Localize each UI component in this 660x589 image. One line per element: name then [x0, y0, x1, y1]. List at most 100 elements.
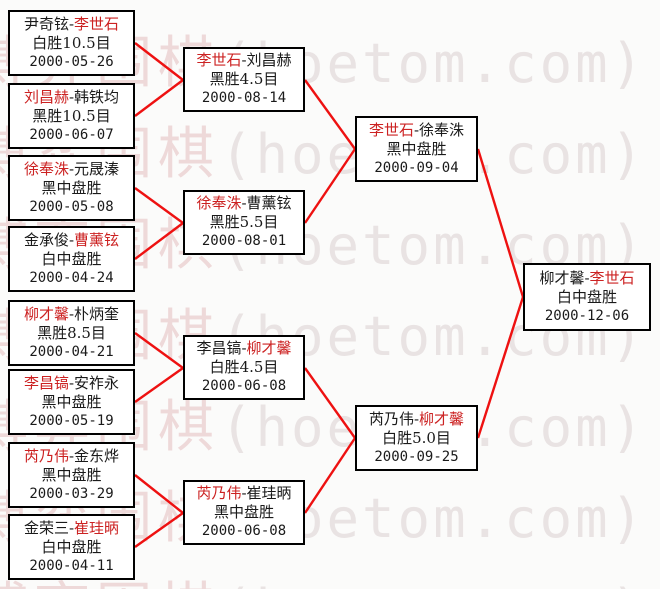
player2-name: 曹薰铉: [74, 230, 120, 249]
player2-name: 曹薰铉: [246, 194, 292, 212]
match-players: 柳才馨-李世石: [525, 269, 649, 288]
player2-name: 李世石: [74, 14, 120, 33]
connector-line: [134, 79, 184, 117]
match-date: 2000-04-21: [29, 343, 114, 360]
match-players: 李世石-刘昌赫: [185, 51, 303, 70]
match-date: 2000-06-08: [201, 523, 287, 539]
match-box: 李昌镐-安祚永 黑中盘胜 2000-05-19: [8, 369, 135, 435]
watermark-cjk-text: 博弈围棋: [0, 577, 220, 589]
connector-line: [476, 296, 525, 439]
match-date: 2000-09-25: [374, 448, 459, 465]
player1-name: 柳才馨: [23, 304, 69, 323]
match-result: 黑胜5.5目: [209, 213, 279, 231]
vs-separator: -: [68, 304, 75, 323]
match-players: 金承俊-曹薰铉: [10, 231, 133, 250]
connector-line: [134, 332, 184, 369]
player1-name: 尹奇铉: [23, 14, 69, 33]
connector-line: [134, 512, 184, 548]
vs-separator: -: [584, 268, 590, 287]
match-players: 李昌镐-安祚永: [10, 374, 133, 393]
connector-line: [134, 187, 184, 224]
vs-separator: -: [241, 194, 247, 212]
match-result: 白胜5.0目: [382, 428, 451, 447]
player1-name: 芮乃伟: [196, 484, 242, 502]
vs-separator: -: [413, 120, 420, 139]
match-result: 白中盘胜: [41, 249, 102, 268]
player1-name: 金承俊: [23, 230, 69, 249]
player2-name: 柳才馨: [246, 339, 292, 357]
match-box: 芮乃伟-崔珪昞 黑中盘胜 2000-06-08: [183, 480, 305, 545]
match-box: 徐奉洙-元晟溱 黑中盘胜 2000-05-08: [8, 155, 135, 221]
match-date: 2000-03-29: [29, 485, 114, 502]
connector-line: [134, 474, 184, 514]
match-date: 2000-06-07: [29, 126, 114, 143]
match-box: 芮乃伟-金东烨 黑中盘胜 2000-03-29: [8, 442, 135, 508]
match-result: 白中盘胜: [41, 537, 102, 556]
match-result: 黑胜10.5目: [32, 106, 111, 125]
player2-name: 徐奉洙: [419, 120, 465, 139]
match-result: 黑中盘胜: [386, 139, 447, 158]
match-players: 李世石-徐奉洙: [357, 121, 476, 140]
match-box: 徐奉洙-曹薰铉 黑胜5.5目 2000-08-01: [183, 190, 305, 255]
vs-separator: -: [68, 446, 75, 465]
player2-name: 崔珪昞: [246, 484, 292, 502]
match-result: 黑中盘胜: [41, 392, 102, 411]
match-result: 白胜4.5目: [209, 358, 279, 376]
match-date: 2000-04-24: [29, 269, 114, 286]
match-players: 芮乃伟-柳才馨: [357, 410, 476, 429]
match-date: 2000-08-01: [201, 233, 287, 249]
player1-name: 刘昌赫: [23, 87, 69, 106]
vs-separator: -: [68, 373, 75, 392]
player1-name: 徐奉洙: [196, 194, 242, 212]
match-result: 白中盘胜: [556, 287, 617, 306]
vs-separator: -: [68, 14, 75, 33]
match-box: 柳才馨-朴炳奎 黑胜8.5目 2000-04-21: [8, 300, 135, 366]
connector-line: [304, 148, 356, 224]
match-date: 2000-05-08: [29, 198, 114, 215]
match-result: 黑中盘胜: [213, 503, 274, 521]
watermark-latin-text: (hoetom.com): [220, 578, 646, 589]
player2-name: 朴炳奎: [74, 304, 120, 323]
match-box: 刘昌赫-韩铁均 黑胜10.5目 2000-06-07: [8, 83, 135, 149]
match-result: 黑中盘胜: [41, 178, 102, 197]
vs-separator: -: [68, 518, 75, 537]
connector-line: [134, 367, 184, 403]
player1-name: 李世石: [368, 120, 414, 139]
match-players: 尹奇铉-李世石: [10, 15, 133, 34]
vs-separator: -: [68, 159, 75, 178]
player2-name: 金东烨: [74, 446, 120, 465]
player1-name: 徐奉洙: [23, 159, 69, 178]
player1-name: 李昌镐: [196, 339, 242, 357]
connector-line: [304, 437, 356, 514]
match-result: 黑胜4.5目: [209, 70, 279, 88]
connector-line: [304, 79, 356, 150]
player2-name: 刘昌赫: [246, 51, 292, 69]
player2-name: 元晟溱: [74, 159, 120, 178]
player2-name: 柳才馨: [419, 409, 465, 428]
match-players: 柳才馨-朴炳奎: [10, 305, 133, 324]
connector-line: [304, 367, 356, 439]
match-result: 黑中盘胜: [41, 465, 102, 484]
match-result: 黑胜8.5目: [37, 323, 106, 342]
match-box: 李世石-刘昌赫 黑胜4.5目 2000-08-14: [183, 47, 305, 112]
match-box: 芮乃伟-柳才馨 白胜5.0目 2000-09-25: [355, 405, 478, 471]
match-date: 2000-04-11: [29, 557, 114, 574]
player1-name: 芮乃伟: [23, 446, 69, 465]
match-box: 金荣三-崔珪昞 白中盘胜 2000-04-11: [8, 514, 135, 580]
vs-separator: -: [68, 230, 75, 249]
match-date: 2000-05-19: [29, 412, 114, 429]
player1-name: 金荣三: [23, 518, 69, 537]
match-players: 徐奉洙-曹薰铉: [185, 194, 303, 213]
vs-separator: -: [241, 339, 247, 357]
match-box: 柳才馨-李世石 白中盘胜 2000-12-06: [523, 263, 651, 331]
match-box: 金承俊-曹薰铉 白中盘胜 2000-04-24: [8, 226, 135, 292]
vs-separator: -: [241, 51, 247, 69]
match-box: 尹奇铉-李世石 白胜10.5目 2000-05-26: [8, 10, 135, 76]
match-players: 李昌镐-柳才馨: [185, 339, 303, 358]
player2-name: 崔珪昞: [74, 518, 120, 537]
match-players: 金荣三-崔珪昞: [10, 519, 133, 538]
player1-name: 李昌镐: [23, 373, 69, 392]
match-date: 2000-08-14: [201, 90, 287, 106]
